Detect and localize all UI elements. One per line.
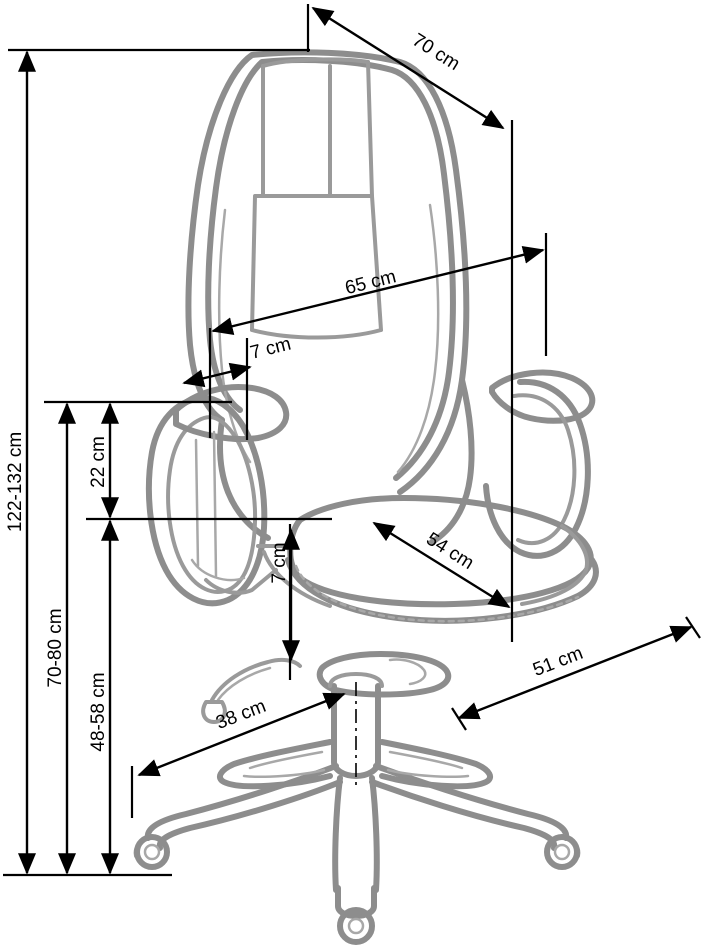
seat-mechanism [316,651,452,698]
dim-backrest-height: 70-80 cm [45,402,76,875]
dim-label-seat-thickness: 7 cm [269,542,290,583]
dim-seat-thickness: 7 cm [269,528,300,662]
armrest-right-inner [512,393,577,546]
dim-label-seat-width: 54 cm [422,529,477,574]
dim-label-armrest-height: 22 cm [88,436,109,488]
base-rear-right-detail [386,750,470,778]
dim-label-overall-height: 122-132 cm [5,432,26,532]
armrest-left-pad [173,384,290,443]
gas-cylinder-collar [328,672,384,688]
dim-seat-height: 48-58 cm [88,519,119,875]
dim-label-backrest-height: 70-80 cm [45,608,66,687]
backrest-wing-right [429,377,475,545]
base-spoke-left-far [144,763,339,841]
armrest-left-post [190,430,246,582]
dim-base-diagonal: 51 cm [451,616,701,731]
caster-front [335,885,377,945]
dim-backrest-depth: 70 cm [311,6,505,130]
dim-overall-height: 122-132 cm [5,50,37,875]
dim-label-base-diagonal: 51 cm [530,643,586,681]
dim-label-backrest-width: 65 cm [343,266,398,299]
dim-label-backrest-offset: 7 cm [248,333,293,363]
armrest-left-bracket [204,568,278,595]
caster-left [133,834,170,870]
chair-illustration [133,49,599,945]
backrest-wing-left [217,417,271,541]
armrest-right-pad [489,369,596,424]
base-spoke-right-far [373,763,570,841]
ext-tick-base-right-a [685,616,701,639]
dim-armrest-height: 22 cm [88,402,119,519]
dim-seat-width: 54 cm [372,521,511,609]
base-spoke-rear-left [216,739,333,790]
base-spoke-front [332,775,380,893]
base-spoke-rear-right [379,739,494,790]
dim-backrest-offset: 7 cm [182,333,293,388]
headrest-panel [261,64,332,198]
tilt-lever [210,657,302,702]
armrest-left-inner [166,415,258,594]
caster-right [544,834,581,870]
ext-tick-base-right-b [451,707,467,731]
dimension-annotations: 122-132 cm 70-80 cm 48-58 cm 22 cm 7 cm … [3,4,701,877]
dim-label-seat-height: 48-58 cm [88,672,109,751]
headrest-panel-right [328,60,374,198]
mechanism-detail [388,658,427,686]
seat-contour-right [520,524,589,606]
seat-stitch-detail [294,564,580,623]
